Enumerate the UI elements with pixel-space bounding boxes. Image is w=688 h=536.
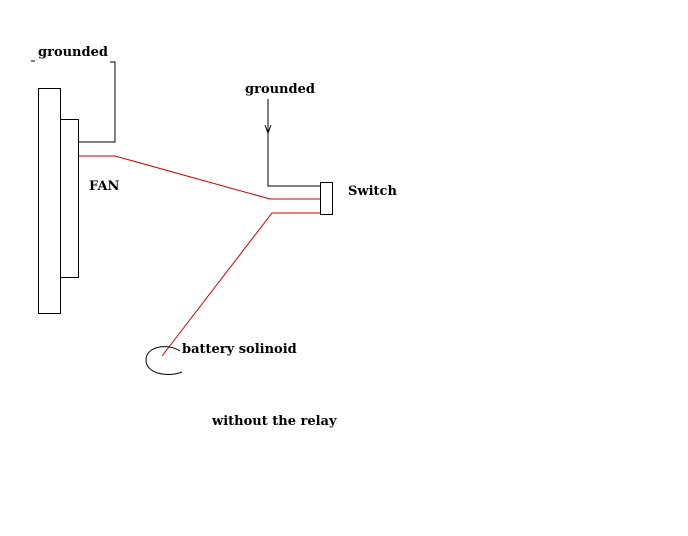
switch-body	[320, 182, 333, 215]
switch-label: Switch	[348, 184, 397, 199]
fan-ground-wire	[79, 61, 116, 143]
fan-housing-outer	[38, 88, 61, 314]
fan-housing-inner	[60, 119, 79, 278]
grounded-label-fan: grounded	[38, 45, 108, 60]
fan-label: FAN	[89, 179, 120, 194]
ground-arrow-mark	[264, 124, 272, 135]
caption-label: without the relay	[211, 414, 337, 429]
battery-solenoid-terminal	[145, 346, 183, 375]
battery-feed-wire	[161, 212, 320, 357]
fan-power-wire	[79, 155, 320, 200]
grounded-label-switch: grounded	[245, 82, 315, 97]
battery-solenoid-label: battery solinoid	[182, 342, 297, 357]
switch-ground-wire	[267, 99, 320, 187]
